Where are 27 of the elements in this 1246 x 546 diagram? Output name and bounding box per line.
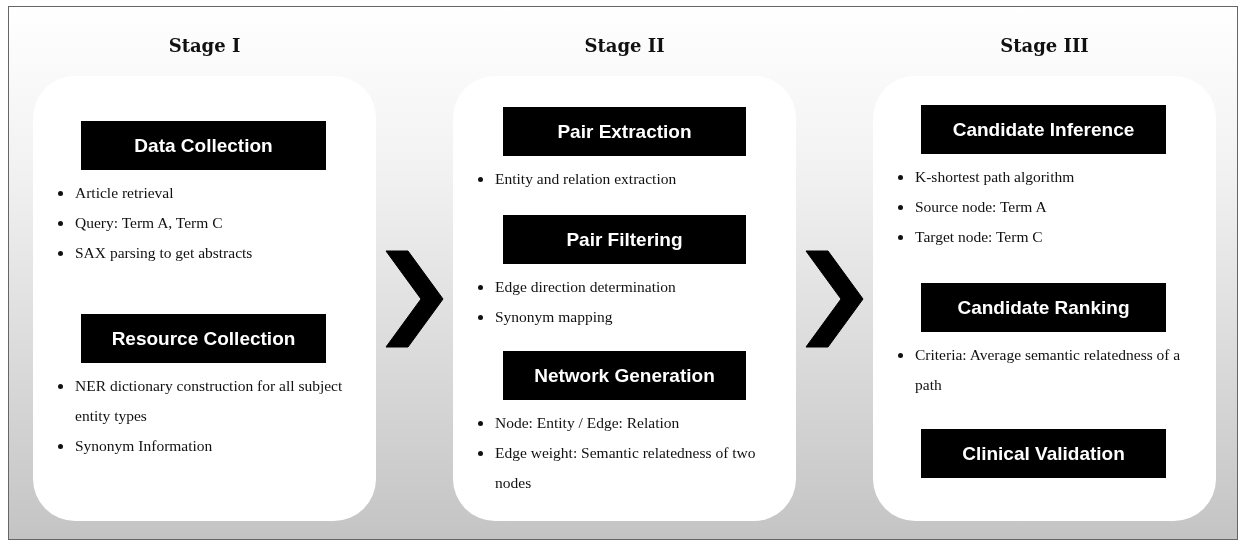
step-header: Pair Extraction <box>503 107 746 156</box>
step-header: Network Generation <box>503 351 746 400</box>
bullet-text: Entity and relation extraction <box>495 170 677 187</box>
chevron-arrow <box>805 250 864 348</box>
bullet-text: Query: Term A, Term C <box>75 214 223 231</box>
step-header: Candidate Inference <box>921 105 1166 154</box>
chevron-arrow <box>385 250 444 348</box>
bullet-text: Source node: Term A <box>915 198 1047 215</box>
bullet-text: Article retrieval <box>75 184 174 201</box>
step-header: Candidate Ranking <box>921 283 1166 332</box>
bullet-text: SAX parsing to get abstracts <box>75 244 253 261</box>
step-header: Clinical Validation <box>921 429 1166 478</box>
stage-heading: Stage II <box>583 34 666 58</box>
stage-heading: Stage III <box>999 34 1090 58</box>
bullet-text: Criteria: Average semantic relatedness of a path <box>915 346 1181 393</box>
bullet-text: Synonym Information <box>75 437 213 454</box>
bullet-text: Edge weight: Semantic relatedness of two nodes <box>495 444 756 491</box>
bullet-text: K-shortest path algorithm <box>915 168 1075 185</box>
bullet-text: NER dictionary construction for all subject entity types <box>75 377 343 424</box>
bullet-text: Target node: Term C <box>915 228 1043 245</box>
step-header: Data Collection <box>81 121 326 170</box>
bullet-text: Node: Entity / Edge: Relation <box>495 414 680 431</box>
step-header: Pair Filtering <box>503 215 746 264</box>
bullet-text: Edge direction determination <box>495 278 676 295</box>
bullet-text: Synonym mapping <box>495 308 613 325</box>
step-header: Resource Collection <box>81 314 326 363</box>
stage-heading: Stage I <box>167 34 242 58</box>
